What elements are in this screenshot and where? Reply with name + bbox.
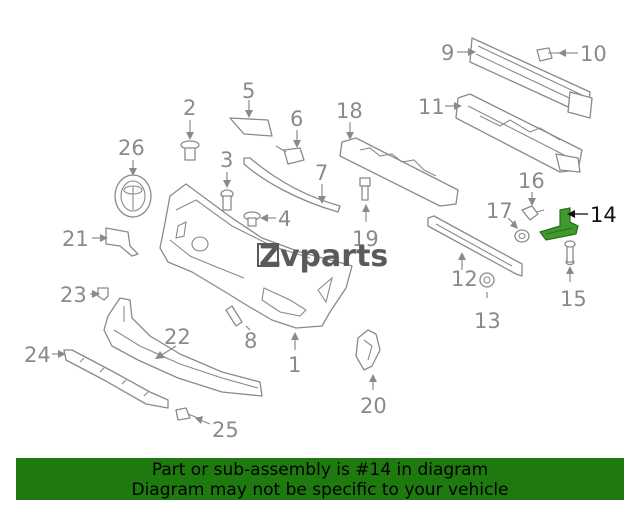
callout-8: 8 bbox=[244, 329, 257, 353]
callout-14: 14 bbox=[590, 203, 617, 227]
callout-4: 4 bbox=[278, 207, 291, 231]
callout-21: 21 bbox=[62, 227, 89, 251]
part-2-clip[interactable] bbox=[180, 140, 200, 161]
part-7-molding[interactable] bbox=[243, 157, 341, 213]
part-6-bolt[interactable] bbox=[275, 145, 305, 165]
watermark-prefix: Z bbox=[259, 239, 281, 274]
part-16-nut[interactable] bbox=[521, 205, 545, 221]
callout-24: 24 bbox=[24, 343, 51, 367]
part-25-bolt[interactable] bbox=[175, 407, 199, 421]
callout-22: 22 bbox=[164, 325, 191, 349]
part-12-lower-absorber[interactable] bbox=[427, 215, 523, 277]
callout-20: 20 bbox=[360, 394, 387, 418]
part-8-pin[interactable] bbox=[225, 305, 243, 327]
callout-26: 26 bbox=[118, 136, 145, 160]
watermark-logo: Z vparts bbox=[257, 239, 388, 274]
part-9-reinforcement[interactable] bbox=[469, 37, 593, 119]
callout-15: 15 bbox=[560, 287, 587, 311]
callout-19: 19 bbox=[352, 227, 379, 251]
callout-23: 23 bbox=[60, 283, 87, 307]
callout-7: 7 bbox=[315, 161, 328, 185]
callout-18: 18 bbox=[336, 99, 363, 123]
callout-12: 12 bbox=[451, 267, 478, 291]
part-18-reinforcement[interactable] bbox=[339, 137, 459, 207]
part-22-lower-spoiler[interactable] bbox=[103, 297, 263, 397]
callout-11: 11 bbox=[418, 95, 445, 119]
callout-13: 13 bbox=[474, 309, 501, 333]
part-15-bolt[interactable] bbox=[564, 240, 576, 266]
callout-1: 1 bbox=[288, 353, 301, 377]
part-20-bracket[interactable] bbox=[355, 329, 381, 371]
part-1-bumper-cover[interactable] bbox=[159, 183, 353, 329]
callout-25: 25 bbox=[212, 418, 239, 442]
callout-2: 2 bbox=[183, 96, 196, 120]
banner-line-2: Diagram may not be specific to your vehi… bbox=[131, 480, 509, 500]
callout-3: 3 bbox=[220, 148, 233, 172]
watermark-text: vparts bbox=[280, 239, 388, 274]
callout-16: 16 bbox=[518, 169, 545, 193]
part-5-bracket[interactable] bbox=[229, 117, 273, 137]
part-19-bolt[interactable] bbox=[359, 177, 371, 201]
part-13-nut[interactable] bbox=[479, 272, 495, 288]
callout-5: 5 bbox=[242, 79, 255, 103]
part-17-clip[interactable] bbox=[514, 229, 530, 243]
part-3-clip[interactable] bbox=[220, 189, 234, 211]
callout-10: 10 bbox=[580, 42, 607, 66]
part-24-lower-molding[interactable] bbox=[63, 349, 169, 409]
part-4-fastener[interactable] bbox=[243, 211, 261, 227]
banner-line-1: Part or sub-assembly is #14 in diagram bbox=[151, 460, 489, 480]
callout-17: 17 bbox=[486, 199, 513, 223]
part-26-emblem[interactable] bbox=[114, 174, 152, 218]
part-10-bolt[interactable] bbox=[536, 47, 560, 62]
part-11-absorber[interactable] bbox=[455, 93, 583, 173]
callout-9: 9 bbox=[441, 41, 454, 65]
callout-6: 6 bbox=[290, 107, 303, 131]
parts-diagram: 9 10 11 5 2 6 18 bbox=[24, 37, 617, 442]
part-21-bracket[interactable] bbox=[105, 227, 139, 257]
info-banner: Part or sub-assembly is #14 in diagram D… bbox=[16, 458, 624, 500]
